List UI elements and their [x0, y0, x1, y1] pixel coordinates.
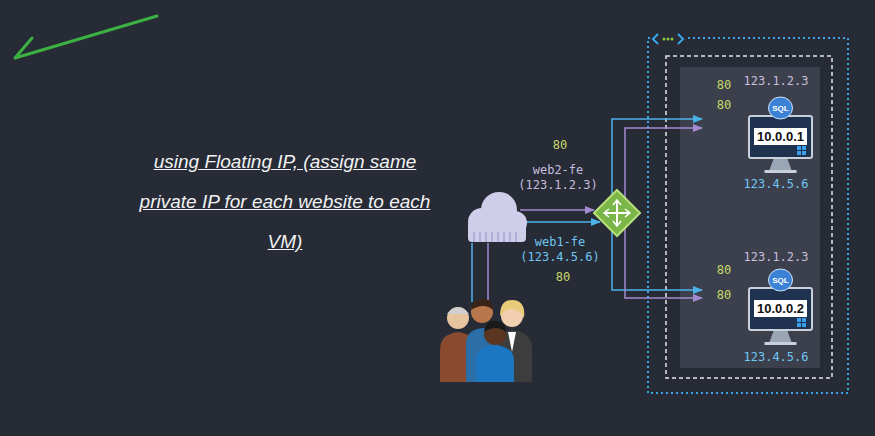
check-mark	[15, 16, 157, 58]
users-illustration	[484, 321, 506, 332]
users-illustration	[508, 332, 516, 352]
port-number: 80	[717, 78, 731, 93]
traffic-lines	[487, 243, 489, 302]
users-illustration	[500, 300, 524, 318]
check-mark	[15, 16, 157, 58]
users-illustration	[447, 307, 469, 314]
vnet-boundary	[663, 38, 666, 41]
windows-logo	[797, 146, 801, 150]
vnet-boundary	[671, 38, 674, 41]
users-illustration	[471, 299, 493, 310]
traffic-lines	[520, 209, 594, 211]
vnet-boundary	[650, 31, 686, 47]
monitor-screen	[749, 288, 812, 330]
load-balancer-icon	[594, 190, 640, 236]
traffic-lines	[625, 128, 702, 199]
cloud-icon	[468, 222, 526, 242]
load-balancer-icon	[604, 200, 630, 226]
windows-logo	[802, 151, 806, 155]
port-number: 80	[717, 98, 731, 113]
frontend-label: web2-fe (123.1.2.3)	[512, 163, 604, 193]
vnet-boundary	[653, 34, 658, 44]
windows-logo	[797, 318, 801, 322]
monitor-screen	[749, 116, 812, 158]
sql-badge: SQL	[772, 104, 788, 113]
ip-address: 123.4.5.6	[743, 177, 808, 192]
windows-logo	[802, 146, 806, 150]
monitor-stand	[765, 342, 797, 345]
sql-vm: SQL 10.0.0.1	[747, 96, 814, 176]
frontend-label: web1-fe (123.4.5.6)	[514, 235, 606, 265]
monitor-stand	[770, 331, 792, 342]
vnet-boundary	[667, 38, 670, 41]
vm-ip: 10.0.0.2	[754, 300, 807, 317]
sql-disc	[769, 269, 793, 291]
vm-ip: 10.0.0.1	[754, 128, 807, 145]
ip-address: 123.1.2.3	[743, 250, 808, 265]
vnet-boundary	[648, 38, 848, 393]
monitor-stand	[765, 170, 797, 173]
port-number: 80	[553, 138, 567, 153]
users-illustration	[440, 299, 532, 382]
traffic-lines	[471, 243, 473, 302]
ip-address: 123.1.2.3	[743, 74, 808, 89]
monitor-stand	[770, 159, 792, 170]
traffic-lines	[520, 221, 600, 223]
windows-logo	[802, 318, 806, 322]
sql-badge: SQL	[772, 276, 788, 285]
vnet-boundary	[648, 31, 848, 393]
subnet-boundary	[666, 56, 832, 378]
windows-logo	[802, 323, 806, 327]
caption-text: using Floating IP, (assign same private …	[130, 142, 440, 262]
port-number: 80	[717, 288, 731, 303]
subnet-boundary	[666, 56, 832, 378]
sql-vm: SQL 10.0.0.2	[747, 268, 814, 348]
ip-address: 123.4.5.6	[743, 350, 808, 365]
vnet-boundary	[678, 34, 683, 44]
traffic-lines	[472, 119, 702, 302]
cloud-icon	[474, 232, 516, 242]
cloud-icon	[468, 192, 527, 242]
sql-disc	[769, 97, 793, 119]
port-number: 80	[717, 263, 731, 278]
port-number: 80	[556, 270, 570, 285]
traffic-lines	[625, 227, 702, 298]
load-balancer-icon	[594, 190, 640, 236]
users-illustration	[476, 345, 514, 382]
subnet-boundary	[680, 67, 820, 368]
users-illustration	[447, 307, 469, 329]
windows-logo	[797, 151, 801, 155]
load-balancer-icon	[605, 201, 629, 225]
windows-logo	[797, 323, 801, 327]
